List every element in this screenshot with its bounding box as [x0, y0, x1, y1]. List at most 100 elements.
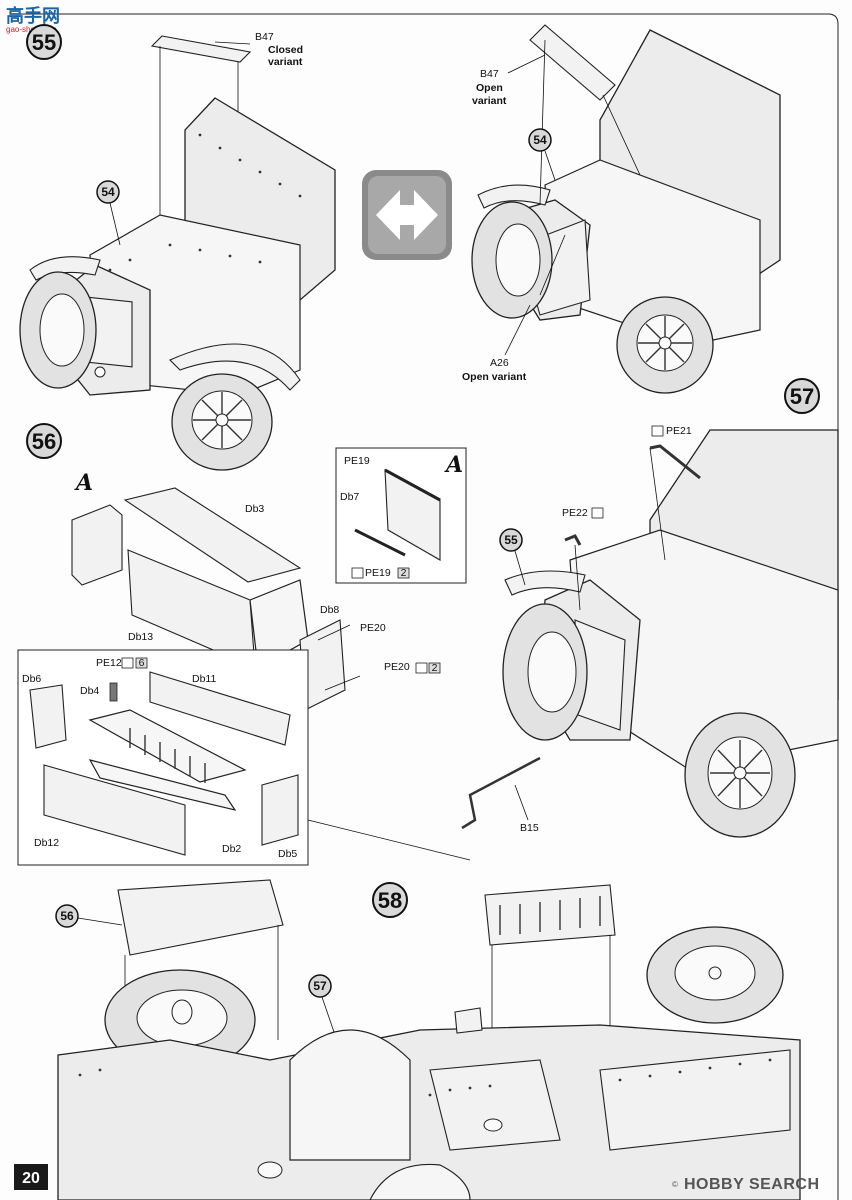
qty-badge [428, 662, 441, 674]
label-db11: Db11 [192, 673, 216, 685]
leader-b15 [514, 784, 529, 821]
arrow-right-icon [400, 190, 438, 240]
step-56-badge [26, 423, 62, 459]
crank-socket [94, 366, 106, 378]
step-58-number: 58 [378, 888, 402, 913]
label-a26-variant: Open variant [462, 371, 527, 383]
pe-etch-icon [651, 425, 664, 437]
hull-hatch-stub [454, 1007, 483, 1034]
open-front-fender [477, 184, 551, 209]
leader-a26 [504, 304, 531, 356]
label-b47-open: B47 [480, 68, 499, 80]
page-number-bg [14, 1164, 48, 1190]
part-db6 [29, 684, 67, 749]
part-db4-tray [88, 709, 247, 783]
rear-hub-cap [215, 413, 229, 427]
callout-56 [55, 904, 79, 928]
part-b15-crank [461, 756, 541, 830]
label-db6: Db6 [22, 673, 41, 685]
callout-54-left-text: 54 [101, 185, 115, 199]
label-a26: A26 [490, 357, 509, 369]
label-pe22: PE22 [562, 507, 588, 519]
label-pe12: PE12 [96, 657, 122, 669]
spare-cap-right [708, 966, 722, 980]
label-pe19-bottom: PE19 [365, 567, 391, 579]
hull-filler-cap [483, 1118, 503, 1132]
shells-row [129, 728, 206, 783]
qty-badge [135, 657, 148, 669]
part-pe22 [564, 534, 582, 546]
step-56-number: 56 [32, 429, 56, 454]
label-closed: Closed [268, 44, 303, 56]
ammo-box-open [484, 884, 616, 946]
label-pe20-bottom: PE20 [384, 661, 410, 673]
ammo-shells [499, 896, 601, 935]
hull-top-plate [429, 1059, 561, 1151]
spare-cap-left [171, 999, 193, 1025]
label-open-variant: variant [472, 95, 507, 107]
step-57-number: 57 [790, 384, 814, 409]
subassembly-connector [307, 819, 471, 861]
pe12-qty: 6 [139, 657, 145, 669]
s57-front-fender [504, 570, 586, 596]
pe-etch-icon [351, 567, 364, 579]
leader-line [539, 234, 566, 296]
either-or-symbol [362, 170, 452, 260]
leader-pe22 [574, 544, 581, 611]
leader-56 [77, 917, 123, 926]
s57-rear-cap [733, 766, 747, 780]
pe-etch-icon [591, 507, 604, 519]
watermark-registered: © [672, 1180, 678, 1189]
detail-a-box-letter: A [444, 452, 463, 478]
callout-57 [308, 974, 332, 998]
leader-line [539, 39, 546, 206]
label-pe19-top: PE19 [344, 455, 370, 467]
label-b15: B15 [520, 822, 539, 834]
hull-cylinder-tank [289, 1029, 411, 1161]
label-db7: Db7 [340, 491, 359, 503]
step-58-group: 58 56 57 [55, 879, 801, 1200]
hull-rivets [78, 1058, 772, 1097]
ammo-box-closed [117, 879, 284, 956]
part-db11 [149, 671, 291, 746]
part-pe19-top [384, 468, 441, 502]
s57-front-hub [527, 631, 577, 713]
leader-55 [514, 550, 526, 586]
part-db2 [88, 759, 237, 811]
detail-a-marker: A [74, 470, 93, 496]
arrow-left-icon [376, 190, 414, 240]
pe-etch-icon [121, 657, 134, 669]
label-b47-closed: B47 [255, 31, 274, 43]
callout-54-left [96, 180, 120, 204]
vehicle-open-variant [471, 24, 781, 394]
step-57-group: PE21 PE22 B15 55 [461, 425, 839, 838]
label-open: Open [476, 82, 503, 94]
hull-rear-plate [599, 1049, 791, 1151]
page-frame [14, 13, 839, 1200]
label-db3: Db3 [245, 503, 264, 515]
pe20-qty: 2 [432, 662, 438, 674]
front-wheel-hub [39, 293, 85, 367]
label-pe20-top: PE20 [360, 622, 386, 634]
part-pe20-top [317, 624, 351, 641]
open-front-hub [495, 223, 541, 297]
hull-front-wheel-well [369, 1163, 471, 1200]
step-57-badge [784, 378, 820, 414]
callout-54-right [528, 128, 552, 152]
label-variant: variant [268, 56, 303, 68]
label-db12: Db12 [34, 837, 59, 849]
label-pe21: PE21 [666, 425, 692, 437]
part-db12 [43, 764, 186, 856]
pe19-qty: 2 [401, 567, 407, 579]
rear-fender [169, 343, 301, 391]
leader-pe21 [649, 447, 666, 561]
part-db3 [123, 487, 302, 583]
label-db4: Db4 [80, 685, 99, 697]
watermark-brand: HOBBY SEARCH [684, 1176, 820, 1193]
vehicle-closed-variant [19, 35, 336, 471]
pe-etch-icon [415, 662, 428, 674]
callout-56-text: 56 [60, 909, 74, 923]
open-rear-cap [658, 336, 672, 350]
